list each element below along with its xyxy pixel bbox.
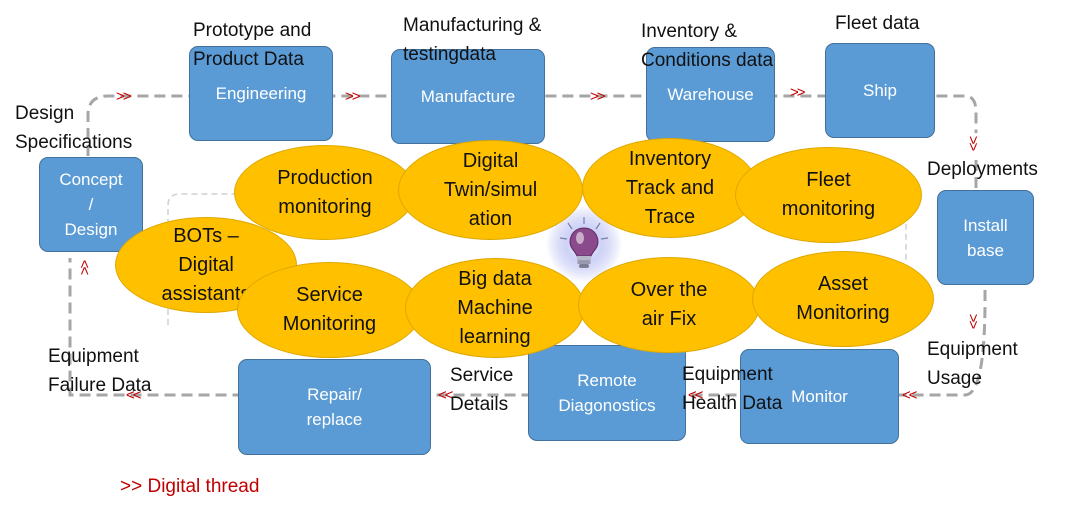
process-install-base: Install base [937,190,1034,285]
thread-marker: >> [790,84,805,101]
capability-service-monitoring: Service Monitoring [237,262,422,358]
thread-marker: >> [345,88,360,105]
capability-fleet-monitoring: Fleet monitoring [735,147,922,243]
label-inventory-conditions: Inventory & Conditions data [641,21,774,71]
process-monitor: Monitor [740,349,899,444]
label-manufacturing-data: Manufacturing & testingdata [403,15,542,65]
capability-asset-monitoring: Asset Monitoring [752,251,934,347]
process-warehouse: Warehouse [646,47,775,142]
thread-marker-down: >> [964,313,982,328]
capability-production-monitoring: Production monitoring [234,145,416,240]
legend-digital-thread: >> Digital thread [120,476,260,497]
capability-digital-twin: Digital Twin/simul ation [398,140,583,240]
process-remote-diagnostics: Remote Diagonostics [528,345,686,441]
thread-marker-left: >> [904,386,918,403]
lightbulb-icon [559,217,609,268]
thread-marker: >> [116,88,131,105]
process-ship: Ship [825,43,935,138]
label-design-specifications: Design Specifications [15,103,133,153]
label-equipment-failure: Equipment Failure Data [48,346,152,396]
capability-ota-fix: Over the air Fix [578,257,760,353]
label-service-details: Service Details [450,365,514,415]
label-deployments: Deployments [927,159,1038,180]
capability-big-data: Big data Machine learning [405,258,585,358]
label-fleet-data: Fleet data [835,13,920,34]
process-engineering: Engineering [189,46,333,141]
label-prototype-data: Prototype and Product Data [193,20,312,70]
process-concept-design: Concept / Design [39,157,143,252]
label-equipment-health: Equipment Health Data [682,364,783,414]
process-manufacture: Manufacture [391,49,545,144]
thread-marker: >> [590,88,605,105]
capability-inventory-track: Inventory Track and Trace [582,138,758,238]
thread-marker-down: >> [964,135,982,150]
thread-marker-up: >> [76,261,94,276]
thread-line-inner [167,193,907,325]
label-equipment-usage: Equipment Usage [927,339,1018,389]
process-repair-replace: Repair/ replace [238,359,431,455]
